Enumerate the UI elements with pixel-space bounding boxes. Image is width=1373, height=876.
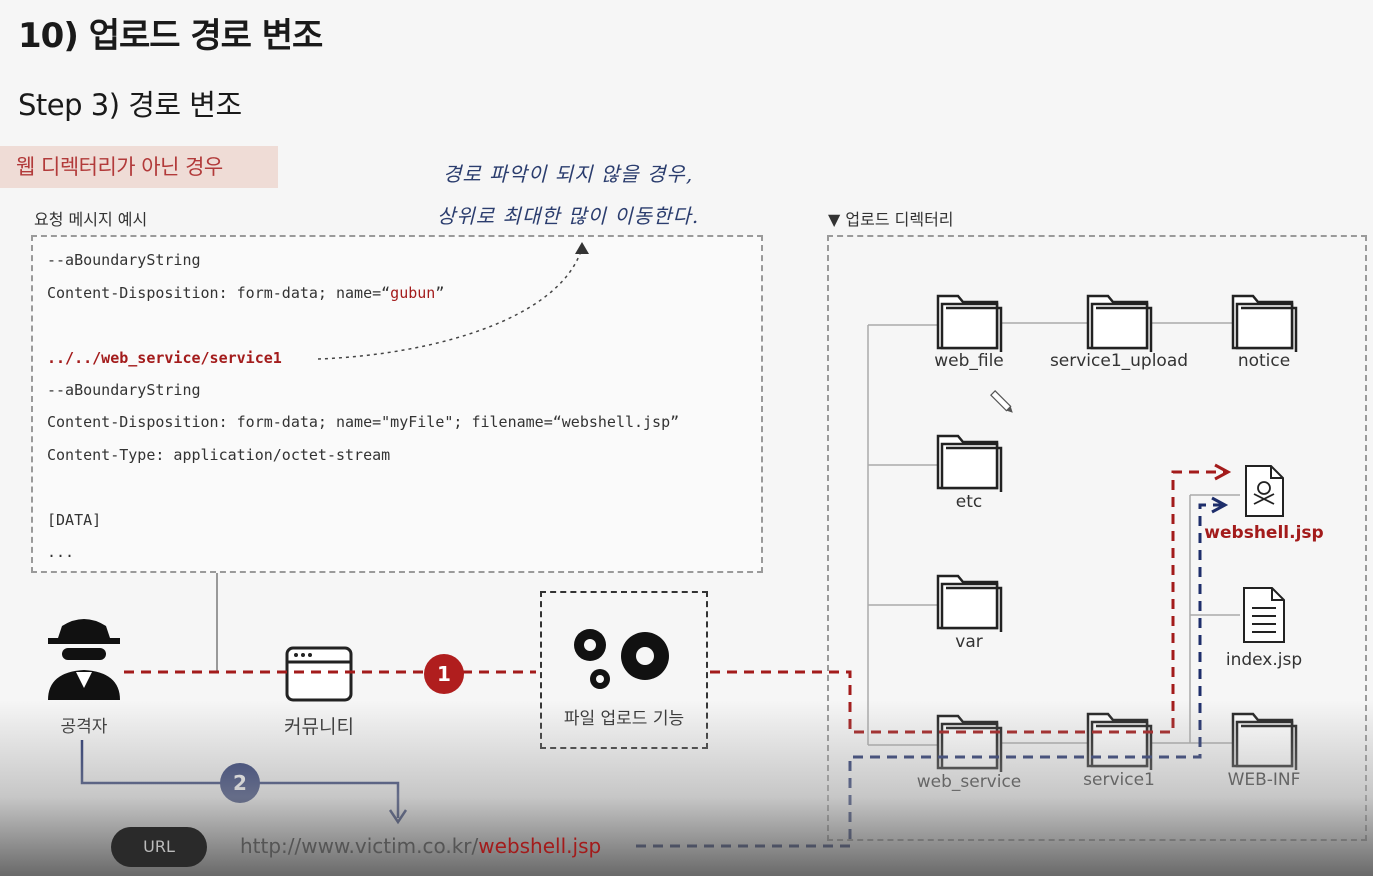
- note-pointer-curve: [317, 247, 583, 360]
- attacker-icon: [48, 619, 120, 700]
- blue-path-arrowhead: [1211, 496, 1229, 514]
- step-2-badge: 2: [220, 763, 260, 803]
- browser-window-icon: [285, 646, 353, 702]
- folder-label-web-inf: WEB-INF: [1227, 770, 1301, 790]
- red-path-arrowhead: [1214, 463, 1232, 481]
- request-line-data: [DATA]: [47, 511, 102, 529]
- step-1-badge: 1: [424, 654, 464, 694]
- request-text: Content-Disposition: form-data; name=“: [47, 284, 391, 302]
- request-line-ellipsis: ...: [47, 543, 75, 561]
- folder-var-icon: [936, 574, 1003, 634]
- request-line-boundary-2: --aBoundaryString: [47, 381, 201, 399]
- request-line-disposition-gubun: Content-Disposition: form-data; name=“gu…: [47, 284, 444, 302]
- community-label: 커뮤니티: [284, 716, 354, 738]
- folder-web-service-icon: [936, 714, 1003, 774]
- folder-label-service1-upload: service1_upload: [1049, 351, 1189, 371]
- case-label: 웹 디렉터리가 아닌 경우: [16, 155, 223, 179]
- request-message-box: [31, 235, 763, 573]
- folder-etc-icon: [936, 434, 1003, 494]
- folder-service1-upload-icon: [1086, 294, 1153, 354]
- url-prefix: http://www.victim.co.kr/: [240, 834, 479, 858]
- folder-label-var: var: [955, 632, 983, 652]
- request-line-path: ../../web_service/service1: [47, 349, 282, 367]
- file-label-index: index.jsp: [1225, 650, 1303, 670]
- request-label: 요청 메시지 예시: [34, 210, 148, 229]
- folder-service1-icon: [1086, 712, 1153, 772]
- attacker-label: 공격자: [60, 717, 108, 737]
- pencil-cursor-icon: [990, 390, 1013, 413]
- webshell-file-icon: [1245, 465, 1284, 517]
- folder-label-web-service: web_service: [916, 772, 1022, 792]
- blue-access-path: [636, 503, 1222, 848]
- folder-label-notice: notice: [1237, 351, 1291, 371]
- handwritten-note-line2: 상위로 최대한 많이 이동한다.: [437, 204, 700, 228]
- step-subtitle: Step 3) 경로 변조: [18, 88, 242, 122]
- index-file-icon: [1243, 587, 1285, 643]
- url-webshell: webshell.jsp: [478, 834, 602, 858]
- folder-web-file-icon: [936, 294, 1003, 354]
- attack-url: http://www.victim.co.kr/webshell.jsp: [240, 834, 601, 858]
- upload-feature-label: 파일 업로드 기능: [563, 709, 685, 729]
- folder-web-inf-icon: [1231, 712, 1298, 772]
- handwritten-note-line1: 경로 파악이 되지 않을 경우,: [443, 162, 694, 186]
- folder-label-etc: etc: [955, 492, 983, 512]
- request-line-boundary: --aBoundaryString: [47, 251, 201, 269]
- folder-label-service1: service1: [1083, 770, 1155, 790]
- directory-label: ▼ 업로드 디렉터리: [828, 210, 954, 229]
- request-line-disposition-file: Content-Disposition: form-data; name="my…: [47, 413, 680, 431]
- case-highlight: [0, 146, 278, 188]
- page-title: 10) 업로드 경로 변조: [18, 16, 323, 56]
- folder-notice-icon: [1231, 294, 1298, 354]
- url-badge: URL: [111, 827, 207, 867]
- request-line-content-type: Content-Type: application/octet-stream: [47, 446, 391, 464]
- note-pointer-arrowhead: [575, 242, 589, 254]
- request-text: ”: [435, 284, 445, 302]
- gubun-value: gubun: [390, 284, 436, 302]
- folder-label-web-file: web_file: [934, 351, 1004, 371]
- gears-icon: [574, 629, 669, 689]
- file-label-webshell: webshell.jsp: [1204, 523, 1324, 543]
